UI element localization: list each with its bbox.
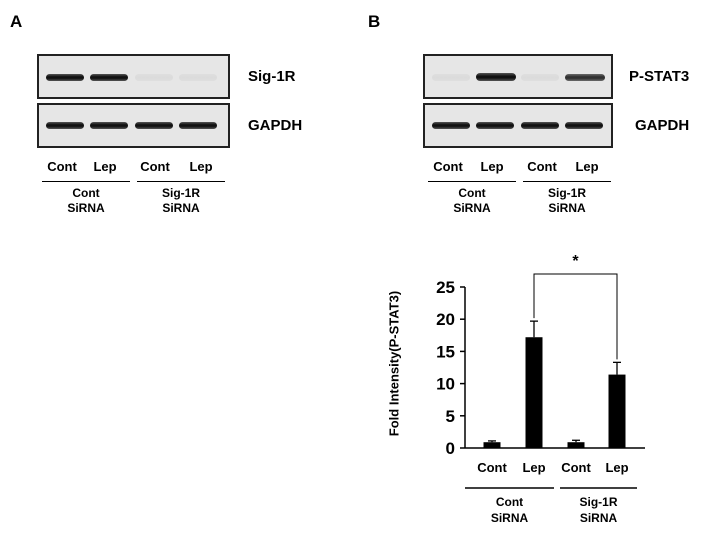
- band: [565, 122, 603, 129]
- band: [135, 74, 173, 81]
- y-tick-label: 25: [436, 278, 455, 297]
- group-underline: [523, 181, 611, 182]
- x-tick-label: Lep: [522, 460, 545, 475]
- group-underline: [428, 181, 516, 182]
- blot-b-pstat3: [423, 54, 613, 99]
- band: [432, 74, 470, 81]
- y-tick-label: 0: [446, 439, 455, 458]
- blot-label-gapdh-b: GAPDH: [635, 117, 690, 134]
- lane-label: Cont: [47, 159, 77, 174]
- y-tick-label: 5: [446, 407, 455, 426]
- blot-b-gapdh: [423, 103, 613, 148]
- band: [521, 74, 559, 81]
- lane-label: Lep: [575, 159, 599, 174]
- bar: [567, 442, 585, 448]
- band: [46, 74, 84, 81]
- x-tick-label: Lep: [605, 460, 628, 475]
- band: [476, 73, 516, 81]
- band: [521, 122, 559, 129]
- group-label-line1: Cont: [496, 495, 523, 509]
- y-tick-label: 10: [436, 375, 455, 394]
- x-tick-label: Cont: [477, 460, 507, 475]
- lane-label: Lep: [93, 159, 117, 174]
- lane-label: Lep: [189, 159, 213, 174]
- panel-a-letter: A: [10, 12, 23, 31]
- group-label-line1: Sig-1R: [579, 495, 617, 509]
- y-tick-label: 15: [436, 342, 455, 361]
- blot-label-pstat3: P-STAT3: [629, 68, 690, 85]
- significance-bracket: [533, 273, 618, 360]
- band: [432, 122, 470, 129]
- group-underline: [42, 181, 130, 182]
- band: [565, 74, 605, 81]
- band: [46, 122, 84, 129]
- band: [90, 122, 128, 129]
- lane-label: Cont: [527, 159, 557, 174]
- bar: [608, 374, 626, 448]
- lane-label: Cont: [140, 159, 170, 174]
- group-label-line2: SiRNA: [580, 511, 618, 525]
- band: [179, 74, 217, 81]
- band: [179, 122, 217, 129]
- blot-a-gapdh: [37, 103, 230, 148]
- bar: [525, 337, 543, 448]
- band: [90, 74, 128, 81]
- group-label-line2: SiRNA: [491, 511, 529, 525]
- blot-label-sig1r: Sig-1R: [248, 68, 296, 85]
- group-underline: [137, 181, 225, 182]
- band: [135, 122, 173, 129]
- blot-label-gapdh: GAPDH: [248, 117, 303, 134]
- band: [476, 122, 514, 129]
- lane-label: Lep: [480, 159, 504, 174]
- x-tick-label: Cont: [561, 460, 591, 475]
- panel-b-letter: B: [368, 12, 381, 31]
- significance-label: *: [572, 253, 579, 270]
- y-tick-label: 20: [436, 310, 455, 329]
- lane-label: Cont: [433, 159, 463, 174]
- blot-a-sig1r: [37, 54, 230, 99]
- bar: [483, 442, 501, 448]
